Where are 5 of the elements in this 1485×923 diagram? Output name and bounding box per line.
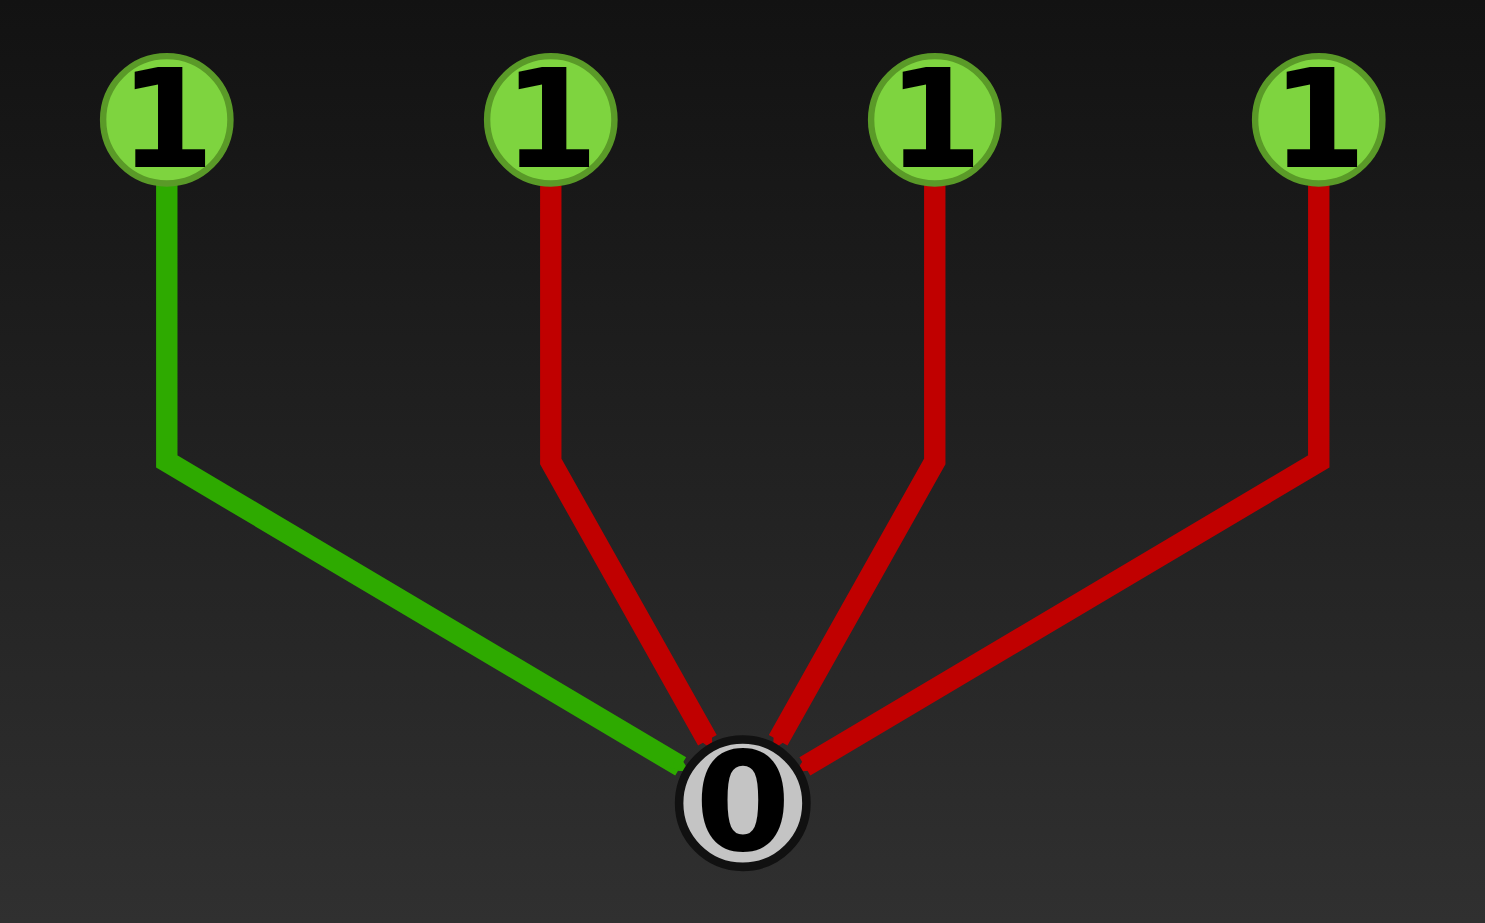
node-circle: 1 <box>867 52 1002 187</box>
node-circle: 1 <box>1251 52 1386 187</box>
node-circle: 1 <box>99 52 234 187</box>
node-circle: 0 <box>674 735 811 872</box>
node-circle: 1 <box>483 52 618 187</box>
